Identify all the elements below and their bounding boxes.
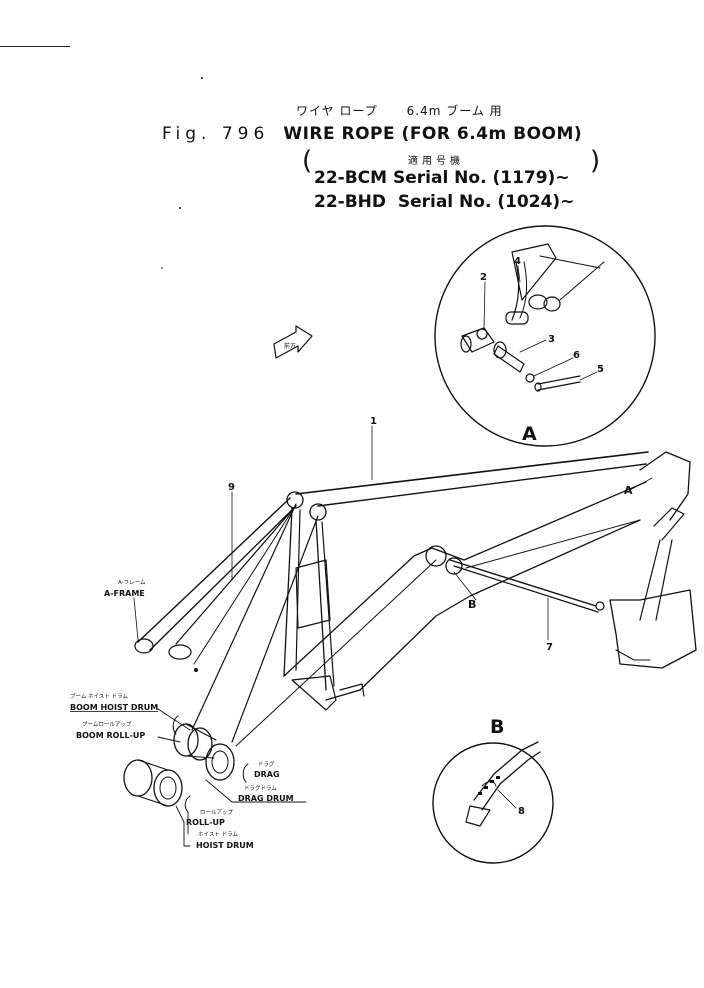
drag-drum-label-jp: ドラグドラム (244, 784, 277, 792)
rollup-label: ROLL-UP (186, 818, 225, 827)
part-number-5: 5 (597, 364, 604, 375)
winch-drums (123, 715, 249, 813)
serial-line-bhd: 22-BHD Serial No. (1024)~ (314, 192, 575, 212)
a-frame-label-jp: A-フレーム (118, 579, 146, 586)
marker-a: A (624, 484, 633, 497)
a-frame-label: A-FRAME (104, 589, 145, 598)
japanese-applicable-units: 適用号機 (408, 156, 464, 167)
figure-title-line: Fig. 796 WIRE ROPE (FOR 6.4m BOOM) (162, 124, 582, 144)
boom-rollup-label: BOOM ROLL-UP (76, 731, 145, 740)
part-number-8: 8 (518, 806, 525, 817)
serial-bracket-right: ) (590, 146, 601, 176)
part-number-7: 7 (546, 642, 553, 653)
front-direction-arrow (273, 325, 313, 359)
drag-label: DRAG (254, 770, 280, 779)
detail-b-chain (478, 776, 500, 795)
detail-b-label: B (490, 716, 504, 738)
a-frame-structure (134, 491, 335, 691)
boom-rollup-label-jp: ブームロールアップ (82, 720, 132, 728)
japanese-title: ワイヤ ロープ 6.4m ブーム 用 (296, 104, 503, 118)
part-number-2: 2 (480, 272, 487, 283)
boom-pendant-rope (295, 451, 649, 507)
drag-label-jp: ドラグ (258, 760, 275, 768)
detail-a-label: A (522, 423, 537, 445)
drum-ropes (191, 503, 437, 747)
drag-rope (449, 519, 641, 613)
figure-number: Fig. 796 (162, 124, 270, 144)
stray-marks (161, 77, 203, 672)
serial-bracket-left: ( (302, 146, 313, 176)
main-leaders (133, 425, 653, 641)
rollup-label-jp: ロールアップ (200, 809, 234, 816)
detail-a-view (434, 225, 656, 447)
header-rule (0, 46, 70, 47)
front-stamp-text: 前方 (284, 342, 296, 350)
marker-b: B (468, 598, 476, 611)
hoist-drum-label: HOIST DRUM (196, 841, 254, 850)
serial-line-bcm: 22-BCM Serial No. (1179)~ (314, 168, 570, 188)
figure-title: WIRE ROPE (FOR 6.4m BOOM) (283, 124, 583, 144)
drum-label-leaders (157, 708, 307, 847)
drag-drum-label: DRAG DRUM (238, 794, 294, 803)
part-number-6: 6 (573, 350, 580, 361)
part-number-3: 3 (548, 334, 555, 345)
boom-hoist-drum-label: BOOM HOIST DRUM (70, 703, 158, 712)
boom-structure (283, 451, 697, 711)
detail-b-view (432, 741, 554, 864)
part-number-4: 4 (514, 256, 521, 267)
boom-hoist-drum-label-jp: ブーム ホイスト ドラム (70, 692, 129, 700)
part-number-1: 1 (370, 416, 377, 427)
part-number-9: 9 (228, 482, 235, 493)
hoist-drum-label-jp: ホイスト ドラム (198, 831, 238, 838)
